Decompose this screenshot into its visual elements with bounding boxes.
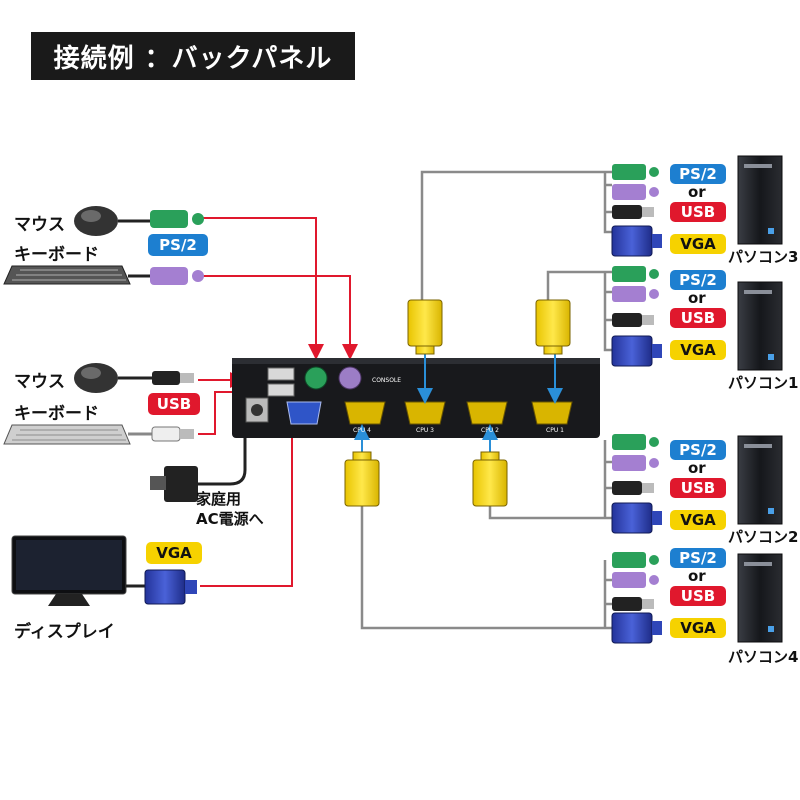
pc1-usb-badge: USB [670,308,726,328]
pc3-label: パソコン3 [728,248,799,266]
mouse-usb-device [74,363,194,393]
pc3-or-text: or [688,183,706,201]
mouse-ps2-label: マウス [14,215,65,235]
cpu-vga-cables [344,299,571,507]
pc4-connectors [611,552,662,644]
pc2-ps2-badge: PS/2 [670,440,726,460]
pc4-label: パソコン4 [728,648,799,666]
pc1-ps2-badge: PS/2 [670,270,726,290]
pc2-or-text: or [688,459,706,477]
port-arrows [354,350,563,452]
mouse-usb-label: マウス [14,372,65,392]
port-label-cpu1: CPU 1 [546,427,564,434]
keyboard-usb-label: キーボード [14,404,99,424]
pc3-connectors [611,164,662,257]
pc2-connectors [611,434,662,534]
keyboard-usb-device [3,424,194,445]
display-label: ディスプレイ [14,622,115,642]
pc3-vga-badge: VGA [670,234,726,254]
pc4-usb-badge: USB [670,586,726,606]
display-device [11,535,197,606]
keyboard-ps2-device [3,265,204,285]
keyboard-ps2-label: キーボード [14,245,99,265]
ac-adapter-device [150,438,247,502]
pc1-or-text: or [688,289,706,307]
pc1-connectors [611,266,662,367]
ps2-badge: PS/2 [148,234,208,256]
ac-adapter-label-line2: AC電源へ [196,510,264,528]
pc-towers [737,155,783,643]
pc2-usb-badge: USB [670,478,726,498]
pc4-ps2-badge: PS/2 [670,548,726,568]
pc3-ps2-badge: PS/2 [670,164,726,184]
port-label-cpu2: CPU 2 [481,427,499,434]
svg-text:CONSOLE: CONSOLE [372,377,401,384]
ac-adapter-label-line1: 家庭用 [196,490,242,508]
pc4-or-text: or [688,567,706,585]
port-label-cpu3: CPU 3 [416,427,434,434]
pc4-vga-badge: VGA [670,618,726,638]
pc3-usb-badge: USB [670,202,726,222]
mouse-ps2-device [74,206,204,236]
usb-badge: USB [148,393,200,415]
pc1-tower [737,281,783,371]
pc2-label: パソコン2 [728,528,799,546]
vga-badge: VGA [146,542,202,564]
pc4-tower [737,553,783,643]
console-wires [198,217,358,587]
page-title: 接続例 ：バックパネル [31,32,355,80]
pc1-vga-badge: VGA [670,340,726,360]
pc2-vga-badge: VGA [670,510,726,530]
pc3-tower [737,155,783,245]
pc1-label: パソコン1 [728,374,799,392]
pc-wires [360,170,612,630]
kvm-switch: CONSOLE [232,358,600,438]
port-label-cpu4: CPU 4 [353,427,371,434]
pc2-tower [737,435,783,525]
